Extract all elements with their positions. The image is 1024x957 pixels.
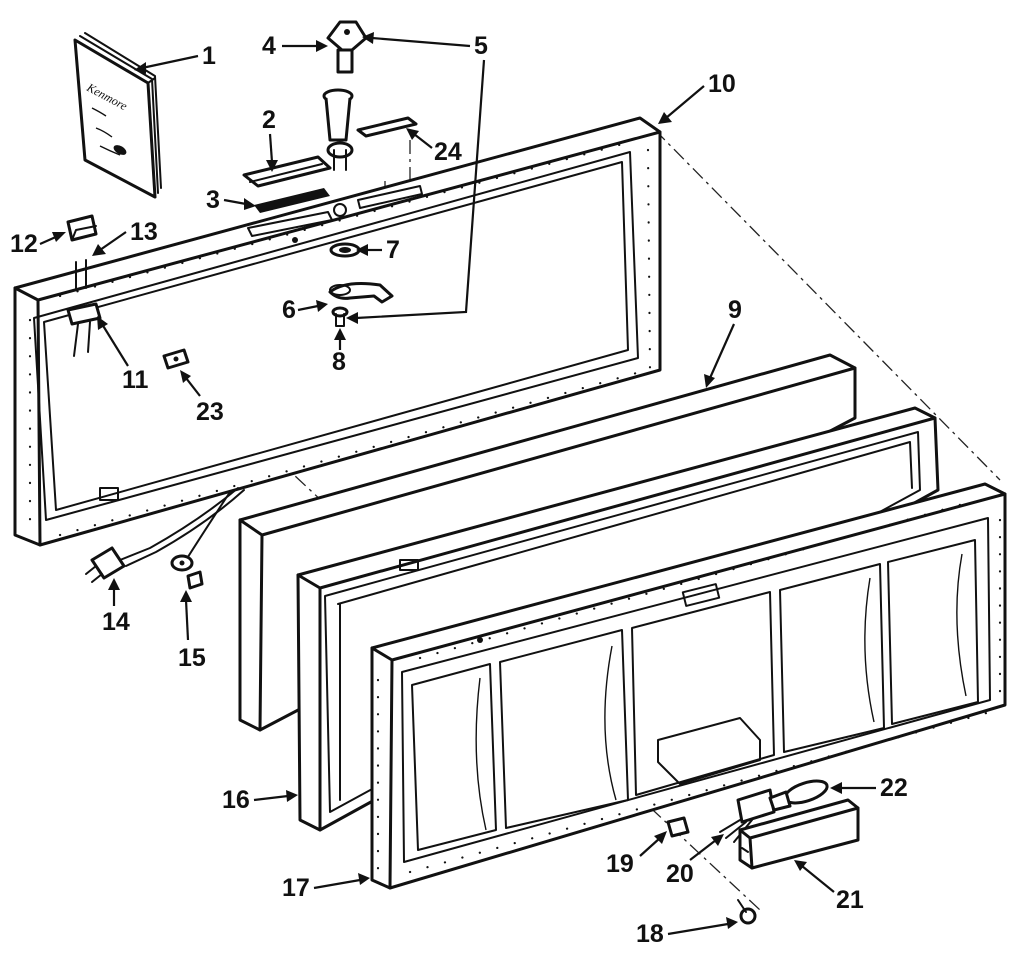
part-lock-cylinder [322,88,354,171]
part-12-switch [66,214,98,242]
part-17-inner-liner [370,482,1007,890]
part-15-ground-screw [170,491,231,590]
callout-19: 19 [606,850,634,878]
callout-22: 22 [880,774,908,802]
part-6-latch-lever [328,282,394,304]
callout-10: 10 [708,70,736,98]
callout-3: 3 [206,186,220,214]
part-18-screw [737,899,757,925]
part-23-clip [162,348,190,370]
callout-8: 8 [332,348,346,376]
callout-1: 1 [202,42,216,70]
callout-7: 7 [386,236,400,264]
part-22-light-bulb [768,779,829,812]
part-8-screw [331,306,349,327]
part-4-key [326,20,368,74]
callout-13: 13 [130,218,158,246]
callout-11: 11 [122,366,149,394]
part-20-socket-wires [719,788,776,843]
callout-17: 17 [282,874,310,902]
callout-14: 14 [102,608,130,636]
part-3-trim-strip [254,188,330,213]
callout-5: 5 [474,32,488,60]
part-1-manual: Kenmore [73,32,162,199]
part-11-connector [66,302,102,357]
callout-2: 2 [262,106,276,134]
callout-6: 6 [282,296,296,324]
callout-12: 12 [10,230,38,258]
part-14-power-cord [85,487,245,583]
part-2-handle-cover [242,155,332,188]
part-10-lid-frame [13,116,662,547]
callout-23: 23 [196,398,224,426]
callout-16: 16 [222,786,250,814]
part-13-terminals [75,259,87,291]
callout-4: 4 [262,32,276,60]
callout-15: 15 [178,644,206,672]
callout-18: 18 [636,920,664,948]
callout-21: 21 [836,886,864,914]
part-19-clip [666,816,690,838]
callout-9: 9 [728,296,742,324]
part-7-washer [329,242,361,258]
part-21-light-shield [738,798,860,870]
part-24-strike [356,116,418,138]
callout-24: 24 [434,138,462,166]
callout-20: 20 [666,860,694,888]
callouts: 1 2 3 4 5 6 7 8 9 10 11 12 [10,32,908,948]
